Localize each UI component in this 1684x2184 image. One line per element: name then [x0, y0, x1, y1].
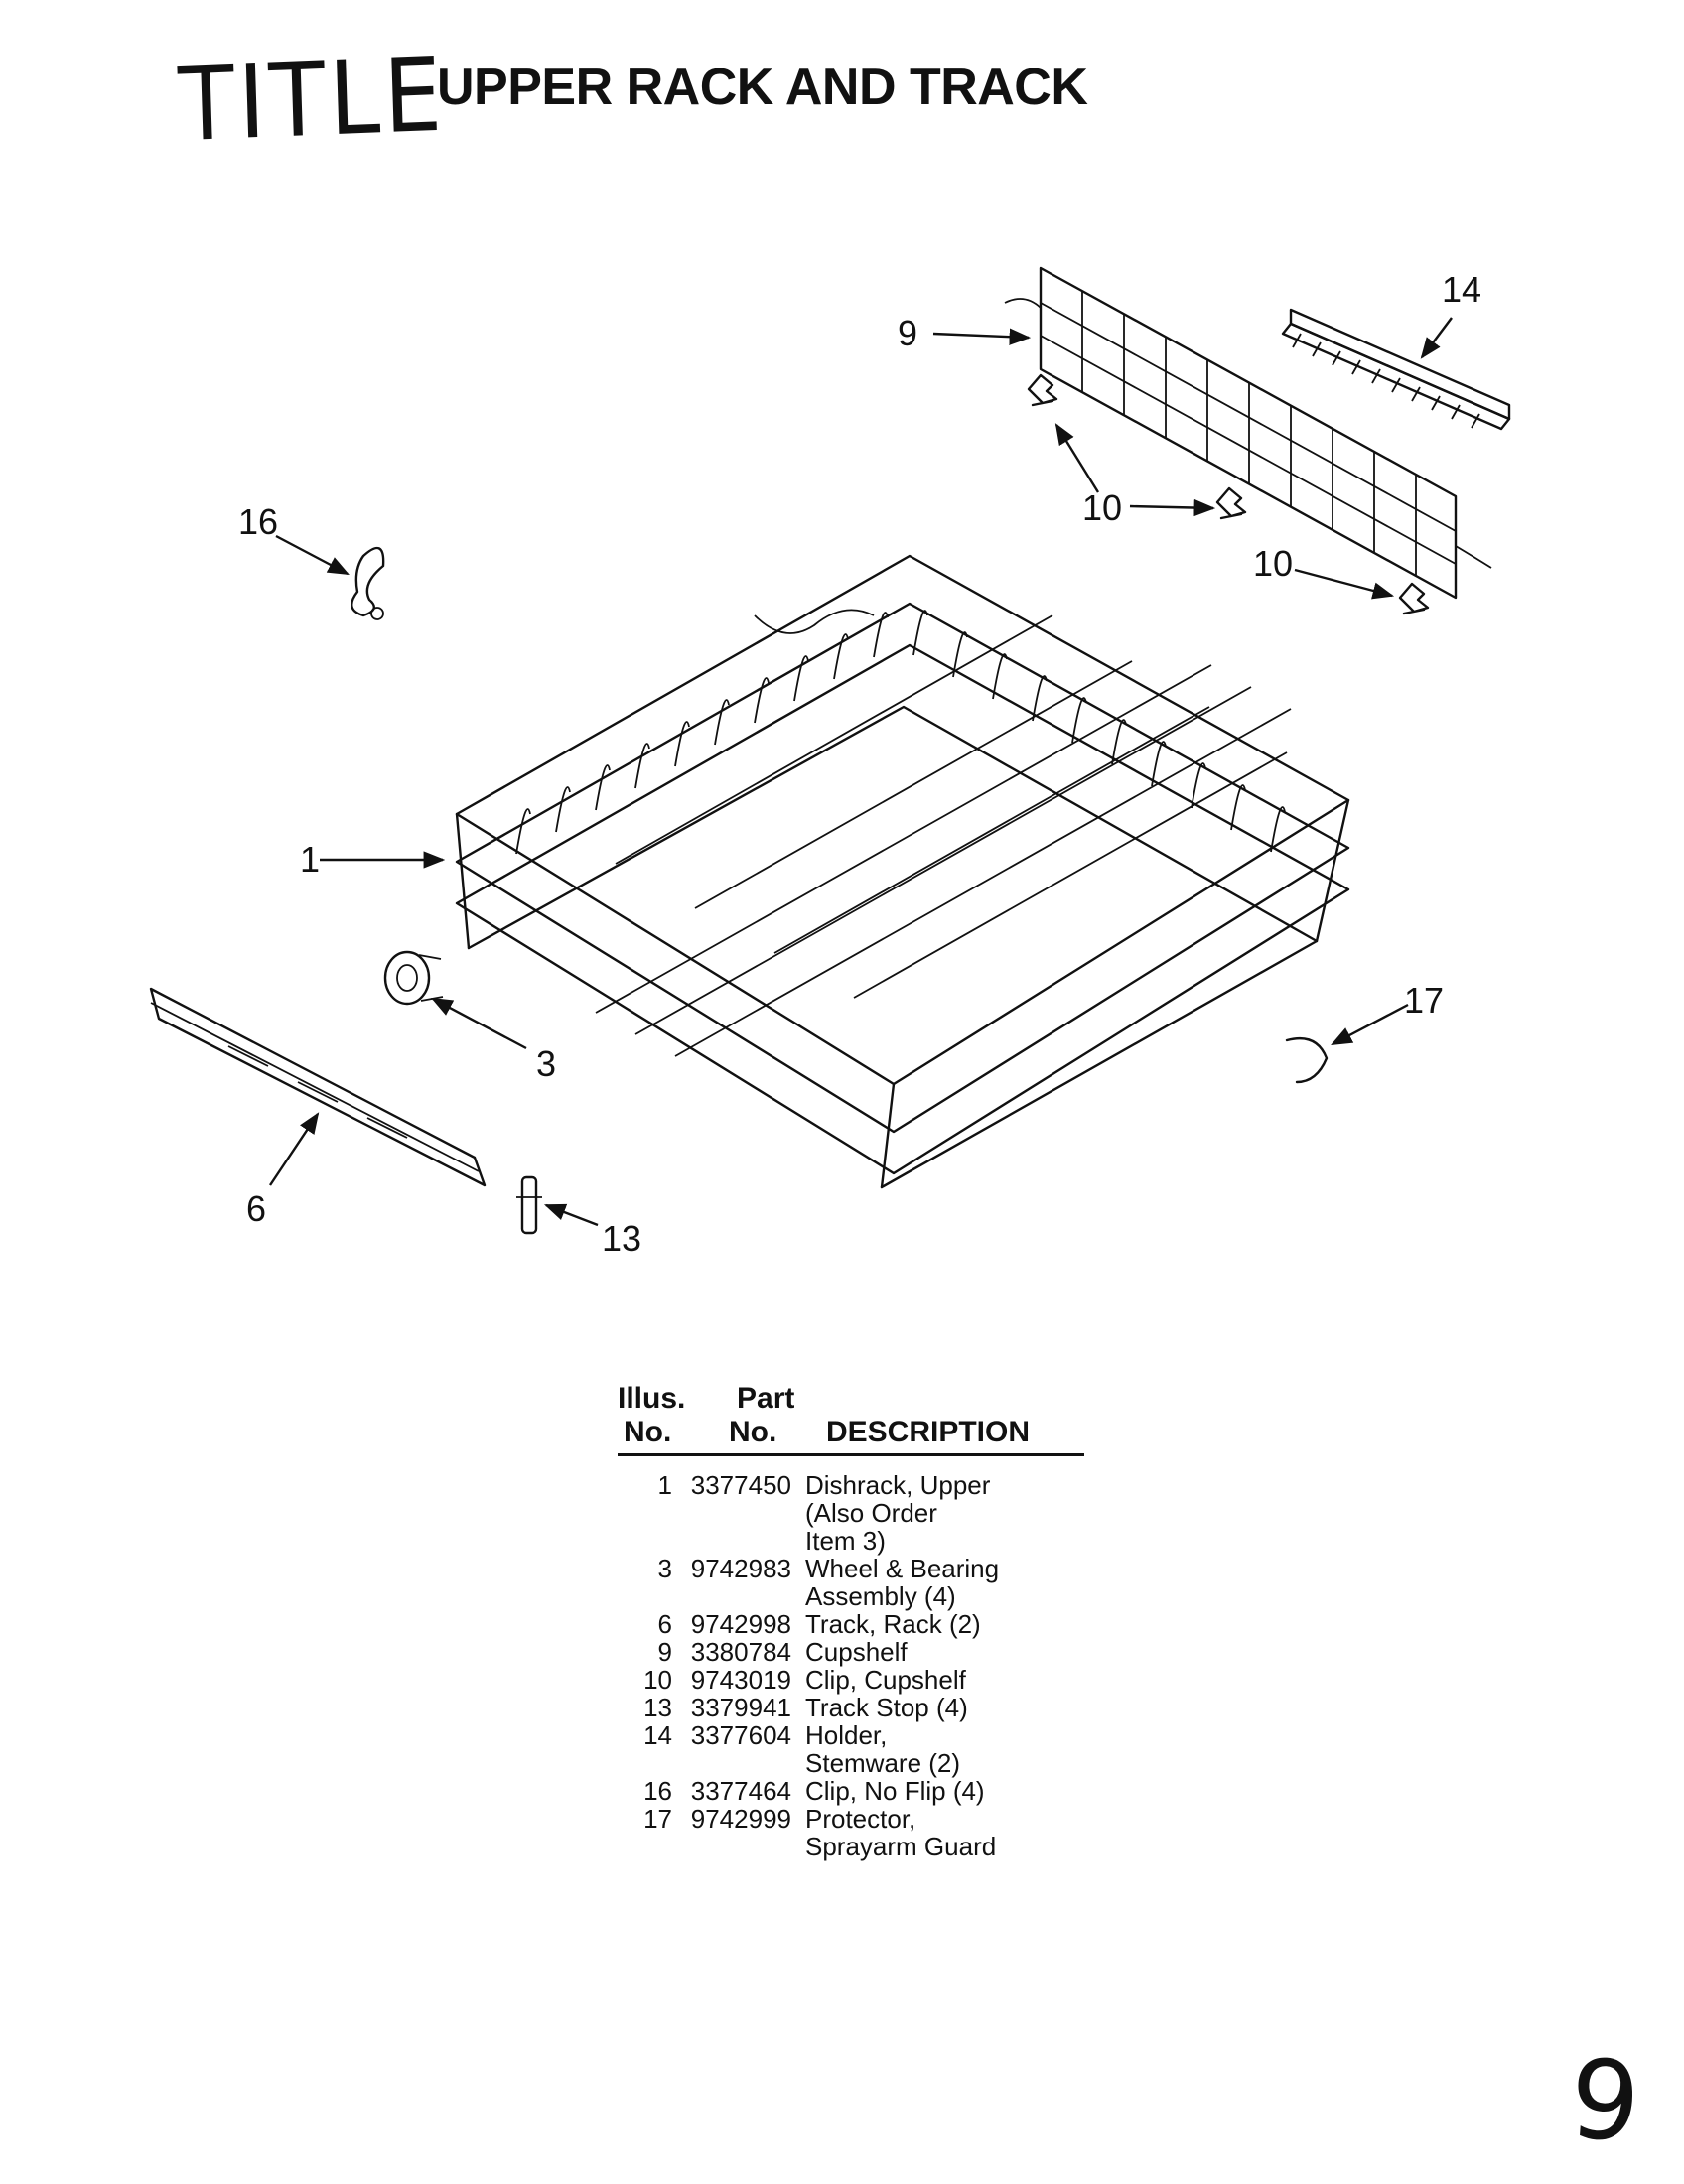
illus-no: 10 [643, 1665, 672, 1695]
callout-leaders [269, 317, 1453, 1227]
header-part-line1: Part [737, 1382, 795, 1415]
description-line: Item 3) [805, 1526, 886, 1556]
part-description: Holder,Stemware (2) [791, 1721, 1083, 1777]
illus-no: 17 [643, 1804, 672, 1834]
callout-16: 16 [238, 501, 278, 542]
description-line: (Also Order [805, 1498, 937, 1528]
track-stop-part [516, 1175, 542, 1235]
callout-10: 10 [1082, 487, 1122, 528]
callout-17: 17 [1404, 980, 1444, 1021]
illus-no: 9 [657, 1637, 672, 1667]
part-no: 3379941 [690, 1693, 791, 1722]
callout-10: 10 [1253, 543, 1293, 584]
header-rule [618, 1453, 1084, 1456]
callout-9: 9 [898, 313, 917, 353]
description-line: Stemware (2) [805, 1748, 961, 1778]
callout-3: 3 [536, 1043, 556, 1084]
description-line: Holder, [805, 1720, 888, 1750]
table-row: 6 9742998 Track, Rack (2) [618, 1610, 1084, 1638]
table-row: 13 3379941 Track Stop (4) [618, 1694, 1084, 1721]
illus-no: 16 [643, 1776, 672, 1806]
illus-no: 13 [643, 1693, 672, 1722]
rack-track-part [149, 987, 487, 1187]
wheel-bearing-part [383, 950, 444, 1006]
part-no: 9743019 [690, 1665, 791, 1695]
cupshelf-clip-part [1398, 582, 1430, 615]
illus-no: 1 [657, 1470, 672, 1500]
part-no: 3377464 [690, 1776, 791, 1806]
part-description: Cupshelf [791, 1638, 1083, 1666]
part-no: 3380784 [690, 1637, 791, 1667]
part-no: 3377450 [690, 1470, 791, 1500]
part-no: 3377604 [690, 1720, 791, 1750]
description-line: Assembly (4) [805, 1581, 956, 1611]
exploded-parts-diagram: 1 3 6 9 10 10 13 14 16 17 [149, 266, 1511, 1259]
parts-table-header: Illus. No. Part No. DESCRIPTION [618, 1382, 1084, 1453]
part-description: Track Stop (4) [791, 1694, 1083, 1721]
part-no: 9742998 [690, 1609, 791, 1639]
description-line: Wheel & Bearing [805, 1554, 1000, 1583]
part-description: Track, Rack (2) [791, 1610, 1083, 1638]
description-line: Cupshelf [805, 1637, 908, 1667]
description-line: Protector, [805, 1804, 916, 1834]
description-line: Sprayarm Guard [805, 1832, 997, 1861]
illus-no: 6 [657, 1609, 672, 1639]
table-row: 16 3377464 Clip, No Flip (4) [618, 1777, 1084, 1805]
no-flip-clip-part [351, 546, 385, 620]
table-row: 9 3380784 Cupshelf [618, 1638, 1084, 1666]
cupshelf-part [1004, 266, 1492, 600]
part-no: 9742999 [690, 1804, 791, 1834]
description-line: Clip, Cupshelf [805, 1665, 966, 1695]
description-line: Dishrack, Upper [805, 1470, 991, 1500]
callout-1: 1 [300, 839, 320, 880]
part-description: Clip, No Flip (4) [791, 1777, 1083, 1805]
sprayarm-guard-protector-part [1285, 1036, 1329, 1084]
illus-no: 3 [657, 1554, 672, 1583]
header-description: DESCRIPTION [826, 1416, 1031, 1448]
header-illus-line2: No. [624, 1416, 672, 1448]
page-title: UPPER RACK AND TRACK [437, 59, 1088, 116]
cupshelf-clip-part [1027, 373, 1058, 407]
part-description: Protector,Sprayarm Guard [791, 1805, 1083, 1860]
callout-13: 13 [602, 1218, 641, 1259]
handwritten-page-number: 9 [1566, 2035, 1644, 2167]
callout-14: 14 [1442, 269, 1481, 310]
stemware-holder-part [1281, 308, 1511, 431]
description-line: Track, Rack (2) [805, 1609, 981, 1639]
description-line: Track Stop (4) [805, 1693, 968, 1722]
description-line: Clip, No Flip (4) [805, 1776, 985, 1806]
table-row: 10 9743019 Clip, Cupshelf [618, 1666, 1084, 1694]
header-part-line2: No. [729, 1416, 777, 1448]
callout-6: 6 [246, 1188, 266, 1229]
illus-no: 14 [643, 1720, 672, 1750]
part-no: 9742983 [690, 1554, 791, 1583]
cupshelf-clip-part [1215, 486, 1247, 520]
upper-dishrack-part [455, 554, 1350, 1189]
part-description: Clip, Cupshelf [791, 1666, 1083, 1694]
parts-table: Illus. No. Part No. DESCRIPTION 1 3377450… [618, 1382, 1084, 1860]
header-illus-line1: Illus. [618, 1382, 686, 1415]
